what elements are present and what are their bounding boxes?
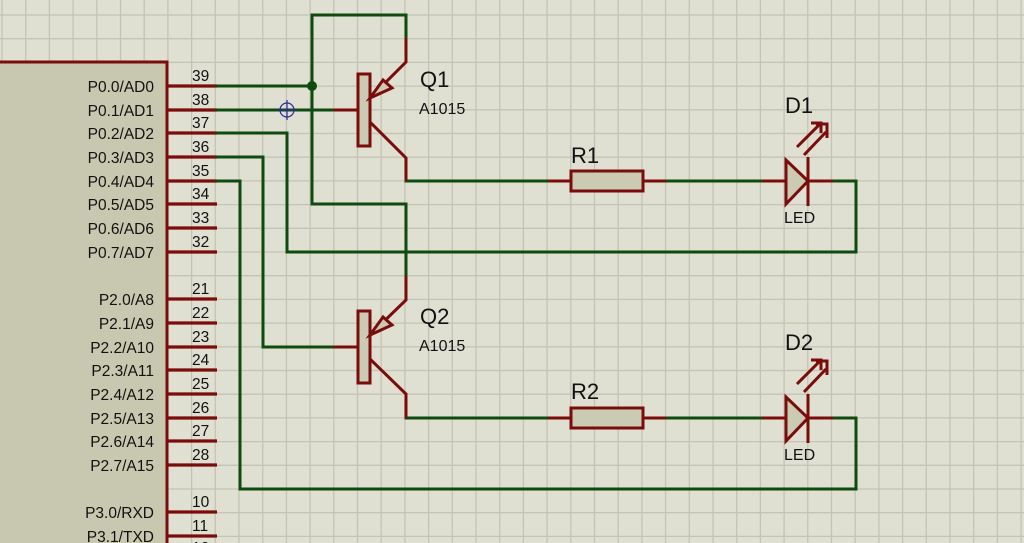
pin-number: 32 [192,234,209,251]
pin-number: 28 [192,447,209,464]
junction-dot [307,81,317,91]
wire-q1-r1[interactable] [404,168,550,183]
pin-number: 26 [192,400,209,417]
pin-name: P0.6/AD6 [88,221,154,238]
crosshair-cursor-icon [279,100,295,120]
chip-pin[interactable]: P2.3/A11 24 [91,352,217,380]
chip-pin[interactable]: 12 [168,540,217,543]
chip-pin[interactable]: P0.7/AD7 32 [88,234,217,262]
chip-pin[interactable]: P0.4/AD4 35 [88,163,217,191]
wire-p02-d1[interactable] [215,131,858,254]
pin-name: P0.5/AD5 [88,197,154,214]
led-d2[interactable]: D2 LED [762,330,833,464]
pin-name: P0.0/AD0 [88,79,155,96]
r2-ref: R2 [571,379,599,404]
d1-ref: D1 [785,93,813,118]
transistor-q2[interactable]: Q2 A1015 [334,276,465,418]
pin-name: P2.7/A15 [90,458,154,475]
q1-value: A1015 [419,101,465,118]
pin-number: 10 [192,494,210,511]
pin-number: 23 [192,329,209,346]
resistor-r2[interactable]: R2 [548,379,666,430]
wire-q2-r2[interactable] [404,403,550,420]
emitter-arrow-icon [365,77,395,102]
pin-number: 24 [192,352,210,369]
pin-number: 37 [192,115,209,132]
pin-name: P2.2/A10 [90,340,154,357]
wire-p03-q2-base[interactable] [215,155,336,349]
pin-number: 27 [192,423,209,440]
q2-ref: Q2 [420,304,449,329]
chip-pin[interactable]: P2.4/A12 25 [90,376,217,404]
chip-pin[interactable]: P0.1/AD1 38 [88,92,217,120]
chip-body[interactable] [0,60,169,543]
pin-number: 12 [192,540,209,543]
light-emission-icon [795,121,829,157]
q2-value: A1015 [419,338,465,355]
d1-value: LED [784,210,815,227]
chip-pin[interactable]: P3.0/RXD 10 [85,494,217,522]
pin-name: P0.3/AD3 [88,150,154,167]
emitter-arrow-icon [365,314,395,339]
pin-name: P2.6/A14 [90,434,154,451]
chip-pin[interactable]: P3.1/TXD 11 [87,518,217,543]
pin-name: P2.1/A9 [99,316,154,333]
pin-name: P0.4/AD4 [88,174,155,191]
chip-pin[interactable]: P2.5/A13 26 [90,400,217,428]
led-d1[interactable]: D1 LED [762,93,833,227]
pin-number: 38 [192,92,209,109]
chip-pin[interactable]: P0.2/AD2 37 [88,115,217,143]
chip-pin[interactable]: P2.6/A14 27 [90,423,217,451]
chip-pin[interactable]: P0.3/AD3 36 [88,139,217,167]
pin-name: P2.3/A11 [91,363,154,380]
chip-pin[interactable]: P0.0/AD0 39 [88,68,217,96]
chip-pin[interactable]: P2.0/A8 21 [99,281,217,309]
pin-number: 35 [192,163,209,180]
chip-pin[interactable]: P0.6/AD6 33 [88,210,217,238]
pin-number: 36 [192,139,209,156]
pin-name: P3.1/TXD [87,529,154,543]
chip-pin[interactable]: P0.5/AD5 34 [88,186,217,214]
d2-ref: D2 [785,330,813,355]
chip-pin[interactable]: P2.2/A10 23 [90,329,217,357]
wire-q2-emitter[interactable] [310,202,408,278]
pin-name: P2.4/A12 [90,387,154,404]
pin-name: P2.0/A8 [99,292,154,309]
r1-ref: R1 [571,143,599,168]
chip-pin[interactable]: P2.1/A9 22 [99,305,217,333]
wire-p04-d2[interactable] [215,179,858,491]
light-emission-icon [795,358,829,394]
pin-number: 39 [192,68,209,85]
chip-pin[interactable]: P2.7/A15 28 [90,447,217,475]
resistor-r1[interactable]: R1 [548,143,666,193]
pin-name: P2.5/A13 [90,411,154,428]
pin-number: 33 [192,210,209,227]
transistor-q1[interactable]: Q1 A1015 [334,38,465,181]
pin-name: P3.0/RXD [85,505,154,522]
q1-ref: Q1 [420,67,449,92]
pin-number: 34 [192,186,210,203]
pin-name: P0.1/AD1 [88,103,154,120]
pin-number: 21 [192,281,209,298]
pin-name: P0.7/AD7 [88,245,154,262]
pin-name: P0.2/AD2 [88,126,154,143]
d2-value: LED [784,447,815,464]
pin-number: 22 [192,305,209,322]
pin-number: 25 [192,376,209,393]
pin-number: 11 [192,518,208,535]
